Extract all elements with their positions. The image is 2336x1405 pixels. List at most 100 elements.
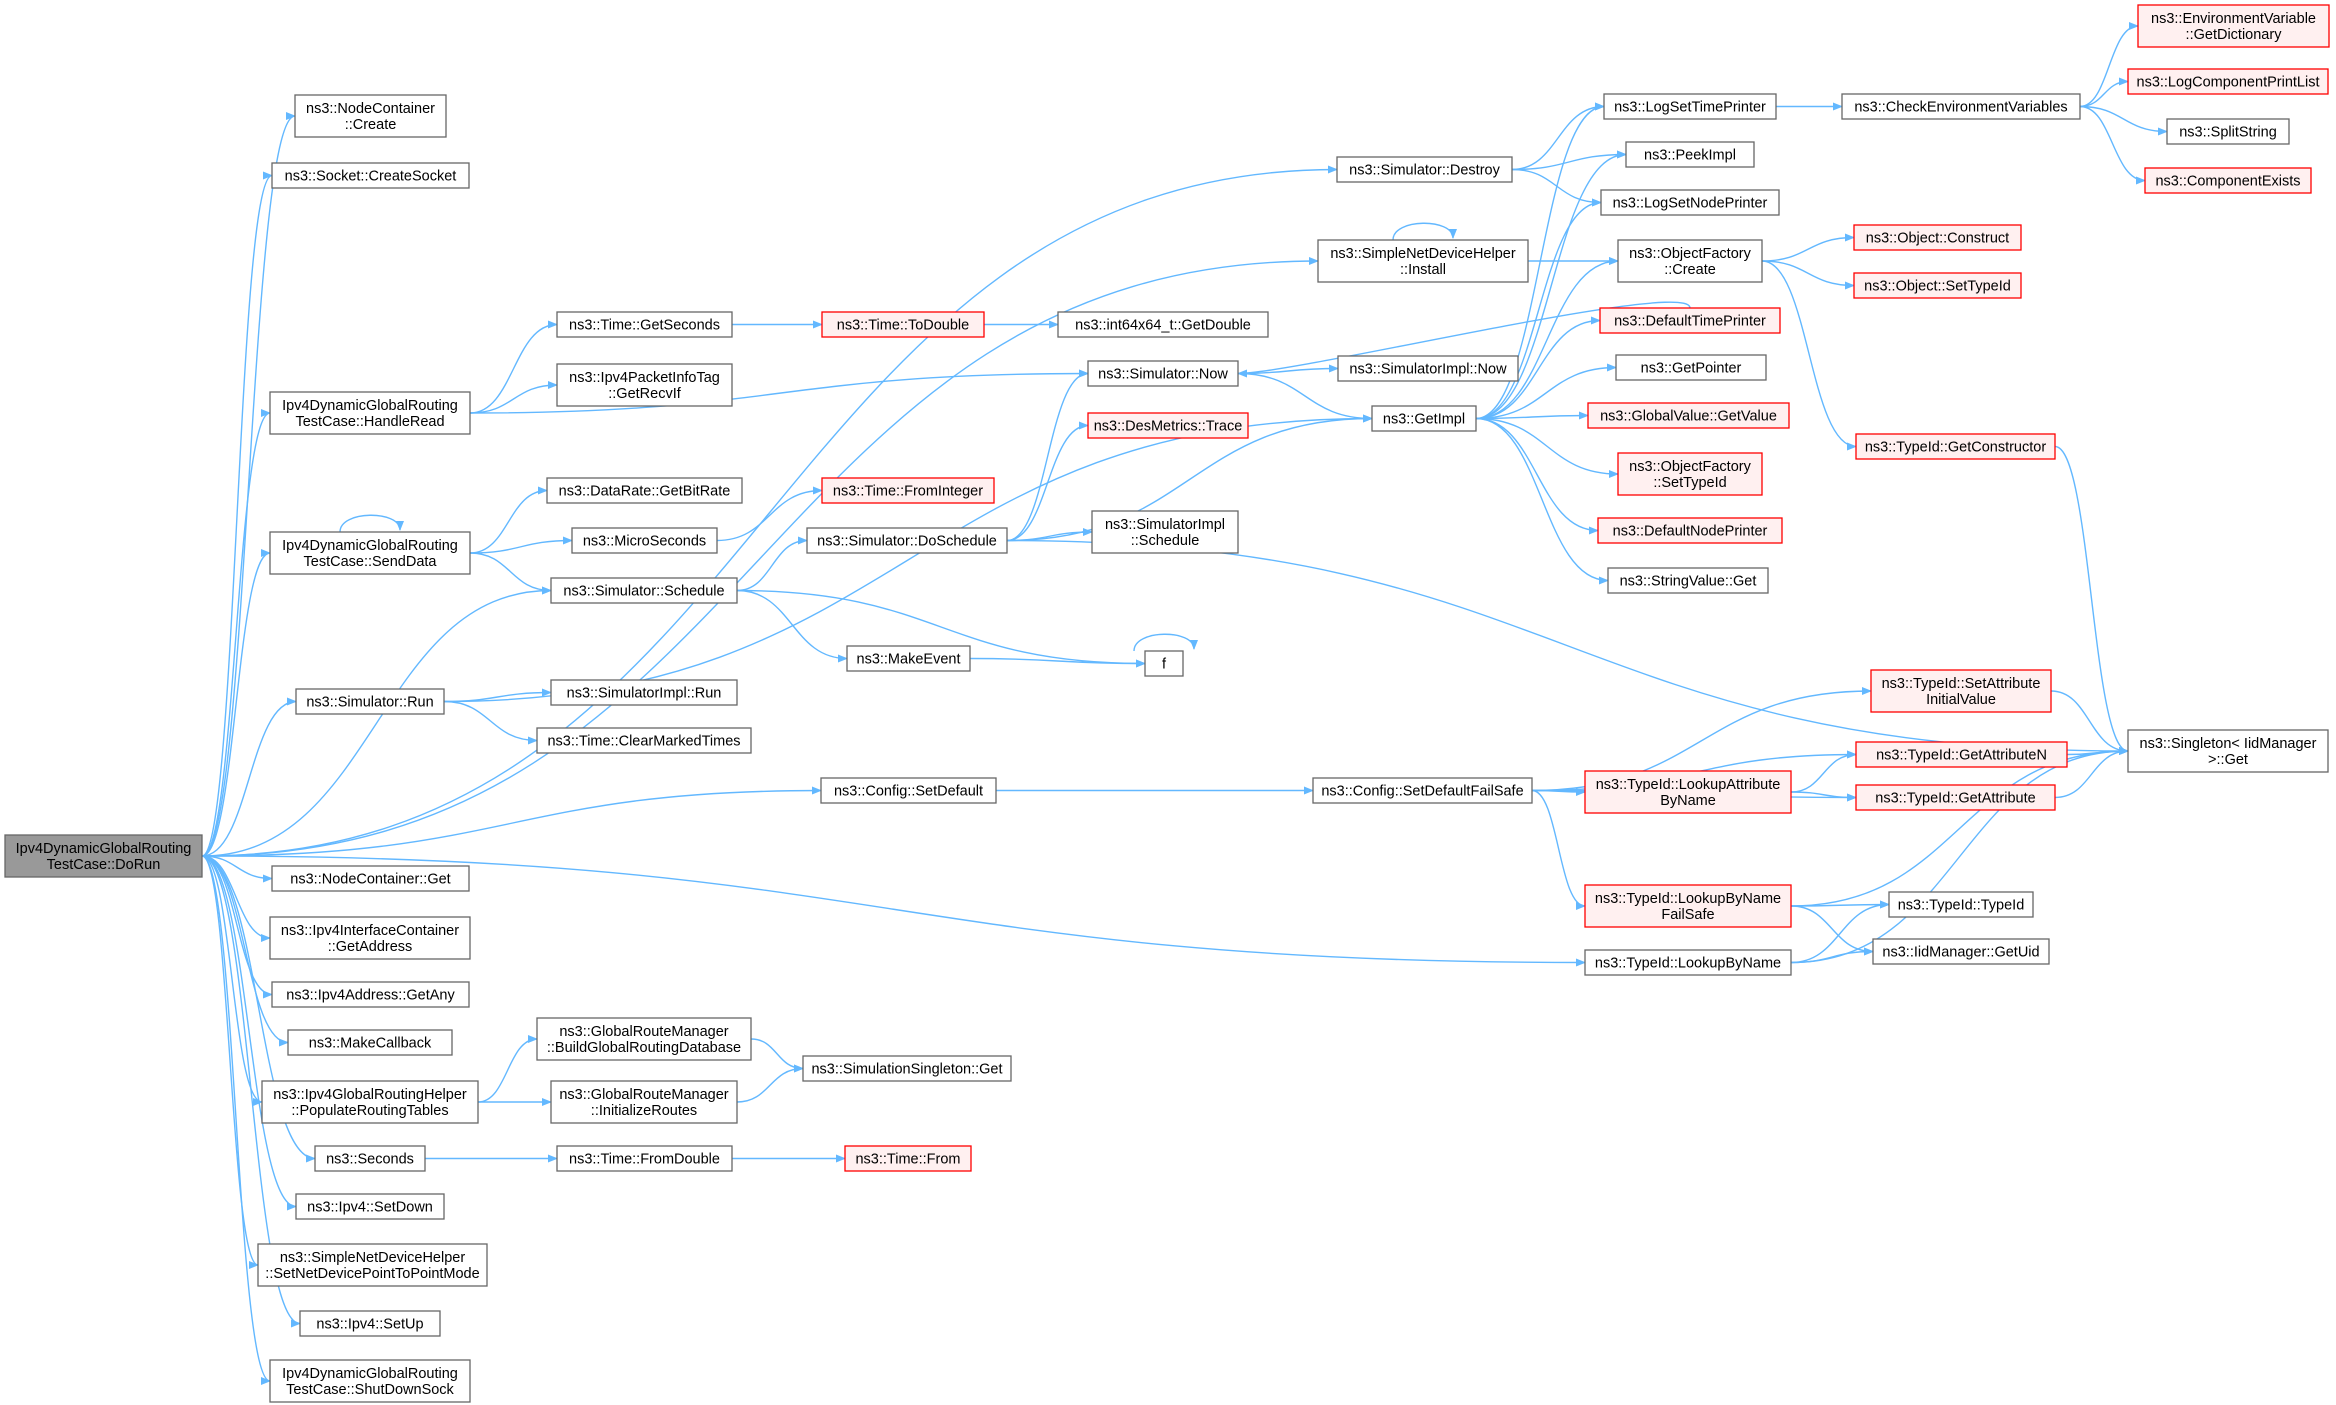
node-obj-construct[interactable]: ns3::Object::Construct [1853, 224, 2022, 251]
node-sim-schedule[interactable]: ns3::Simulator::Schedule [550, 577, 738, 604]
edge-sim_run-to-clearmarked [443, 700, 538, 745]
node-setdown[interactable]: ns3::Ipv4::SetDown [295, 1193, 445, 1220]
node-obj-settypeid[interactable]: ns3::Object::SetTypeId [1853, 272, 2022, 299]
node-iidmanager-getuid[interactable]: ns3::IidManager::GetUid [1872, 938, 2050, 965]
node-setp2p[interactable]: ns3::SimpleNetDeviceHelper::SetNetDevice… [257, 1243, 488, 1287]
edge-root-to-sim_run [201, 697, 297, 857]
node-getimpl[interactable]: ns3::GetImpl [1371, 405, 1477, 432]
node-time-getseconds[interactable]: ns3::Time::GetSeconds [556, 311, 733, 338]
node-box [1587, 402, 1790, 429]
node-int64-getdouble[interactable]: ns3::int64x64_t::GetDouble [1057, 311, 1269, 338]
node-config-setdefaultfailsafe[interactable]: ns3::Config::SetDefaultFailSafe [1312, 777, 1533, 804]
node-time-frominteger[interactable]: ns3::Time::FromInteger [821, 477, 995, 504]
node-microseconds[interactable]: ns3::MicroSeconds [571, 527, 718, 554]
node-getattributen[interactable]: ns3::TypeId::GetAttributeN [1855, 741, 2068, 768]
edge-sim_schedule-to-f [736, 589, 1146, 668]
node-label: ns3::GlobalRouteManager [559, 1024, 728, 1040]
node-populate[interactable]: ns3::Ipv4GlobalRoutingHelper::PopulateRo… [261, 1080, 479, 1124]
node-sim-doschedule[interactable]: ns3::Simulator::DoSchedule [806, 527, 1008, 554]
node-envvar-getdict[interactable]: ns3::EnvironmentVariable::GetDictionary [2137, 4, 2330, 48]
edge-gr_init-to-simsingleton_get [736, 1064, 804, 1103]
node-simimpl-now[interactable]: ns3::SimulatorImpl::Now [1337, 355, 1519, 382]
node-gr-init[interactable]: ns3::GlobalRouteManager::InitializeRoute… [550, 1080, 738, 1124]
node-box [1600, 189, 1780, 216]
node-sim-now[interactable]: ns3::Simulator::Now [1087, 360, 1239, 387]
node-box [546, 477, 743, 504]
node-ipv4addr-getany[interactable]: ns3::Ipv4Address::GetAny [271, 981, 470, 1008]
node-nc-get[interactable]: ns3::NodeContainer::Get [271, 865, 470, 892]
node-sim-run[interactable]: ns3::Simulator::Run [295, 688, 445, 715]
node-simsingleton-get[interactable]: ns3::SimulationSingleton::Get [802, 1055, 1012, 1082]
node-label: ns3::TypeId::LookupByName [1595, 956, 1781, 972]
node-defaultnodeprinter[interactable]: ns3::DefaultNodePrinter [1597, 517, 1783, 544]
edge-sim_schedule-to-makeevent [736, 589, 848, 663]
node-logcomponentprintlist[interactable]: ns3::LogComponentPrintList [2127, 68, 2329, 95]
node-getbitrate[interactable]: ns3::DataRate::GetBitRate [546, 477, 743, 504]
node-sim-destroy[interactable]: ns3::Simulator::Destroy [1336, 156, 1513, 183]
node-send-data[interactable]: Ipv4DynamicGlobalRoutingTestCase::SendDa… [269, 531, 471, 575]
node-time-from[interactable]: ns3::Time::From [844, 1145, 972, 1172]
node-label: InitialValue [1926, 692, 1996, 708]
node-label: ns3::SplitString [2179, 125, 2277, 141]
node-splitstring[interactable]: ns3::SplitString [2166, 118, 2290, 145]
node-seconds[interactable]: ns3::Seconds [314, 1145, 426, 1172]
edge-root-to-socket_create [201, 171, 273, 857]
node-checkenv[interactable]: ns3::CheckEnvironmentVariables [1841, 93, 2081, 120]
node-label: ::Schedule [1131, 533, 1200, 549]
node-typeid-typeid[interactable]: ns3::TypeId::TypeId [1888, 891, 2034, 918]
node-box [1371, 405, 1477, 432]
node-handle-read[interactable]: Ipv4DynamicGlobalRoutingTestCase::Handle… [269, 391, 471, 435]
node-lookupbyname[interactable]: ns3::TypeId::LookupByName [1584, 949, 1792, 976]
node-getrecvif[interactable]: ns3::Ipv4PacketInfoTag::GetRecvIf [556, 363, 733, 407]
node-makeevent[interactable]: ns3::MakeEvent [846, 645, 971, 672]
node-componentexists[interactable]: ns3::ComponentExists [2144, 167, 2312, 194]
node-simimpl-schedule[interactable]: ns3::SimulatorImpl::Schedule [1091, 510, 1239, 554]
node-peekimpl[interactable]: ns3::PeekImpl [1625, 141, 1755, 168]
node-time-fromdouble[interactable]: ns3::Time::FromDouble [556, 1145, 733, 1172]
node-label: TestCase::HandleRead [295, 414, 444, 430]
node-box [269, 1359, 471, 1403]
edge-send_data-to-sim_schedule [469, 552, 552, 595]
node-getconstructor[interactable]: ns3::TypeId::GetConstructor [1855, 433, 2056, 460]
node-desmetrics[interactable]: ns3::DesMetrics::Trace [1087, 412, 1249, 439]
node-logsettimeprinter[interactable]: ns3::LogSetTimePrinter [1603, 93, 1777, 120]
node-defaulttimeprinter[interactable]: ns3::DefaultTimePrinter [1599, 307, 1781, 334]
node-socket-create[interactable]: ns3::Socket::CreateSocket [271, 162, 470, 189]
edge-root-to-setdown [201, 855, 297, 1211]
node-box [556, 311, 733, 338]
node-objfactory-create[interactable]: ns3::ObjectFactory::Create [1617, 239, 1763, 283]
node-globalvalue-getvalue[interactable]: ns3::GlobalValue::GetValue [1587, 402, 1790, 429]
node-stringvalue-get[interactable]: ns3::StringValue::Get [1607, 567, 1769, 594]
node-shutdown[interactable]: Ipv4DynamicGlobalRoutingTestCase::ShutDo… [269, 1359, 471, 1403]
edge-getimpl-to-globalvalue_getvalue [1475, 411, 1589, 420]
node-getpointer[interactable]: ns3::GetPointer [1615, 354, 1767, 381]
node-f[interactable]: f [1144, 650, 1184, 677]
node-box [1615, 354, 1767, 381]
node-time-todouble[interactable]: ns3::Time::ToDouble [821, 311, 985, 338]
edge-send_data-to-microseconds [469, 536, 573, 554]
edge-objfactory_create-to-getconstructor [1761, 260, 1857, 451]
node-setup[interactable]: ns3::Ipv4::SetUp [299, 1310, 441, 1337]
edge-lookupbynamefailsafe-to-singleton_get [1790, 747, 2129, 907]
edge-getattribute-to-singleton_get [2054, 747, 2129, 799]
node-getattribute[interactable]: ns3::TypeId::GetAttribute [1855, 784, 2056, 811]
node-makecallback[interactable]: ns3::MakeCallback [287, 1029, 453, 1056]
node-box [1337, 355, 1519, 382]
node-objfactory-settypeid[interactable]: ns3::ObjectFactory::SetTypeId [1617, 452, 1763, 496]
node-clearmarked[interactable]: ns3::Time::ClearMarkedTimes [536, 727, 752, 754]
node-sndh-install[interactable]: ns3::SimpleNetDeviceHelper::Install [1317, 239, 1529, 283]
node-ic-getaddr[interactable]: ns3::Ipv4InterfaceContainer::GetAddress [269, 916, 471, 960]
node-box [1841, 93, 2081, 120]
node-nc-create[interactable]: ns3::NodeContainer::Create [294, 94, 447, 138]
node-config-setdefault[interactable]: ns3::Config::SetDefault [820, 777, 997, 804]
node-label: Ipv4DynamicGlobalRouting [282, 1366, 458, 1382]
node-singleton-get[interactable]: ns3::Singleton< IidManager>::Get [2127, 729, 2329, 773]
node-logsetnodeprinter[interactable]: ns3::LogSetNodePrinter [1600, 189, 1780, 216]
node-simimpl-run[interactable]: ns3::SimulatorImpl::Run [550, 679, 738, 706]
node-gr-build[interactable]: ns3::GlobalRouteManager::BuildGlobalRout… [536, 1017, 752, 1061]
node-box [550, 679, 738, 706]
